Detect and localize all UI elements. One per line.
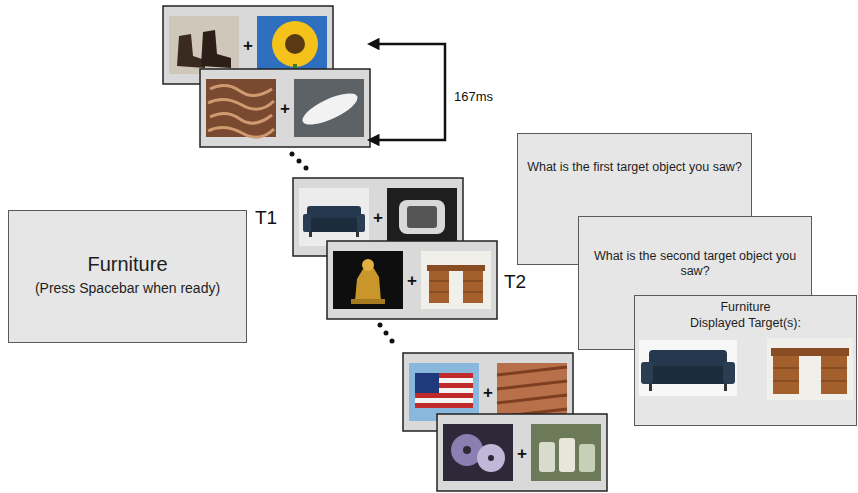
screen-heading: Furniture bbox=[87, 252, 167, 276]
screen-heading: Furniture bbox=[643, 300, 848, 315]
screen-text: (Press Spacebar when ready) bbox=[35, 280, 220, 297]
stimulus-frame bbox=[437, 414, 607, 491]
ellipsis-dots bbox=[290, 152, 309, 171]
fixation-cross: + bbox=[517, 445, 527, 462]
stimulus-frame bbox=[327, 241, 497, 319]
screen-heading: What is the first target object you saw? bbox=[526, 160, 743, 175]
screen-heading: What is the second target object you saw… bbox=[587, 249, 803, 279]
target-images bbox=[635, 296, 858, 427]
fixation-cross: + bbox=[243, 37, 253, 54]
stimulus-frame bbox=[200, 69, 370, 147]
screen-text: Displayed Target(s): bbox=[643, 316, 848, 331]
target-label: T1 bbox=[255, 208, 277, 227]
target-label: T2 bbox=[504, 272, 526, 291]
timing-label: 167ms bbox=[454, 90, 493, 103]
fixation-cross: + bbox=[280, 100, 290, 117]
timing-bracket bbox=[377, 44, 445, 140]
fixation-cross: + bbox=[373, 209, 383, 226]
fixation-cross: + bbox=[407, 272, 417, 289]
ellipsis-dots bbox=[378, 323, 395, 344]
fixation-cross: + bbox=[483, 384, 493, 401]
cue-screen: Furniture (Press Spacebar when ready) bbox=[8, 210, 247, 343]
feedback-screen: FurnitureDisplayed Target(s): bbox=[634, 295, 857, 426]
